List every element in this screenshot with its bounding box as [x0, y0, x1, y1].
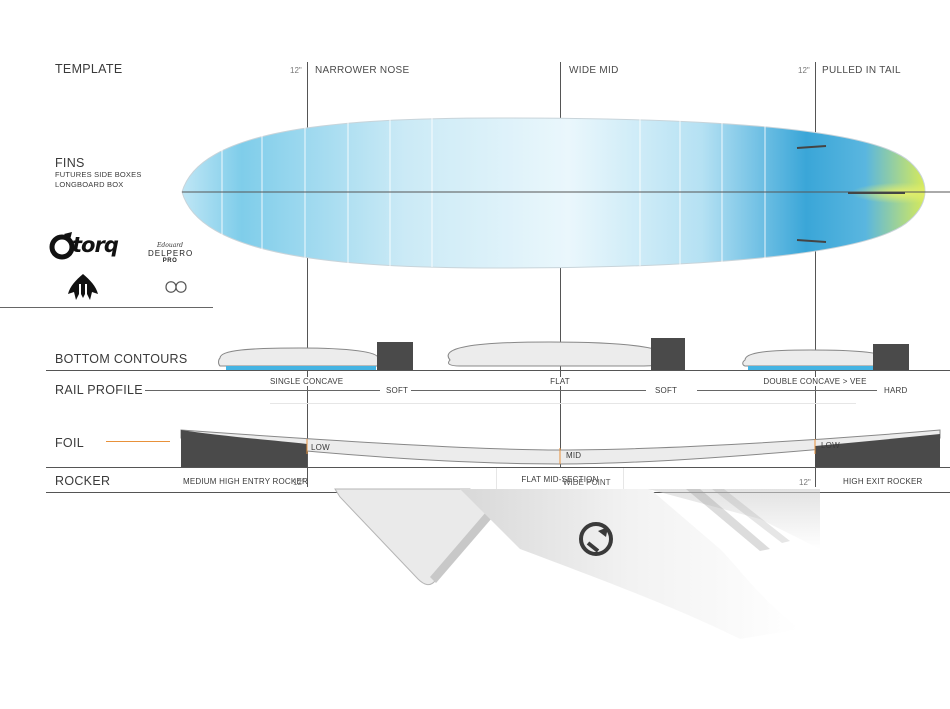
- foil-label: FOIL: [55, 436, 84, 450]
- template-label: TEMPLATE: [55, 62, 123, 76]
- foil-nose-low: LOW: [311, 443, 330, 452]
- nose-template-label: NARROWER NOSE: [315, 65, 410, 76]
- foil-mid: MID: [566, 451, 582, 460]
- delpero-name: DELPERO: [148, 249, 194, 258]
- logo-divider: [0, 307, 213, 308]
- contour-flat: FLAT: [545, 377, 575, 386]
- delpero-logo: Edouard DELPERO PRO: [148, 242, 192, 264]
- bottom-contours-label: BOTTOM CONTOURS: [55, 352, 188, 366]
- tail-inch-marker: 12": [798, 66, 810, 75]
- rail-profile-line-2: [411, 390, 646, 391]
- rail-tail-hard: HARD: [884, 386, 908, 395]
- surfboard-template: [181, 117, 950, 269]
- contour-single-concave: SINGLE CONCAVE: [270, 377, 344, 386]
- fins-sub-side-boxes: FUTURES SIDE BOXES: [55, 170, 142, 179]
- manta-logo: [66, 272, 100, 302]
- torq-logo: torq: [49, 230, 122, 264]
- bottom-contours-profiles: [218, 338, 909, 370]
- mid-template-label: WIDE MID: [569, 65, 619, 76]
- rocker-nose: MEDIUM HIGH ENTRY ROCKER: [183, 477, 308, 486]
- rail-profile-label: RAIL PROFILE: [55, 383, 143, 397]
- wide-point-label: WIDE POINT: [563, 478, 611, 487]
- foil-accent-line: [106, 441, 170, 442]
- bottom-contours-divider: [46, 370, 950, 371]
- nose-reference-line: [307, 62, 308, 487]
- rail-profile-underline: [270, 403, 856, 404]
- tail-template-label: PULLED IN TAIL: [822, 65, 901, 76]
- rail-profile-line-3: [697, 390, 877, 391]
- foil-profile: [180, 429, 941, 467]
- torq-logo-text: torq: [72, 233, 119, 257]
- board-photo-fragments: [334, 488, 820, 639]
- foil-tail-low: LOW: [821, 441, 840, 450]
- rocker-mid: FLAT MID-SECTION: [496, 468, 624, 492]
- bottom-nose-inch: 12": [293, 478, 305, 487]
- infinity-heart-logo: [158, 276, 194, 298]
- tail-reference-line: [815, 62, 816, 487]
- rocker-tail: HIGH EXIT ROCKER: [843, 477, 923, 486]
- fins-label: FINS: [55, 156, 85, 170]
- rail-profile-line-1: [145, 390, 380, 391]
- fins-sub-longboard-box: LONGBOARD BOX: [55, 180, 124, 189]
- mid-reference-line: [560, 62, 561, 487]
- rail-mid-soft: SOFT: [655, 386, 678, 395]
- delpero-signature: Edouard: [157, 242, 183, 249]
- foil-divider: [46, 467, 950, 468]
- nose-inch-marker: 12": [290, 66, 302, 75]
- delpero-pro: PRO: [162, 258, 178, 264]
- rocker-label: ROCKER: [55, 474, 111, 488]
- bottom-tail-inch: 12": [799, 478, 811, 487]
- contour-double-concave-vee: DOUBLE CONCAVE > VEE: [762, 377, 868, 386]
- rail-nose-soft: SOFT: [386, 386, 409, 395]
